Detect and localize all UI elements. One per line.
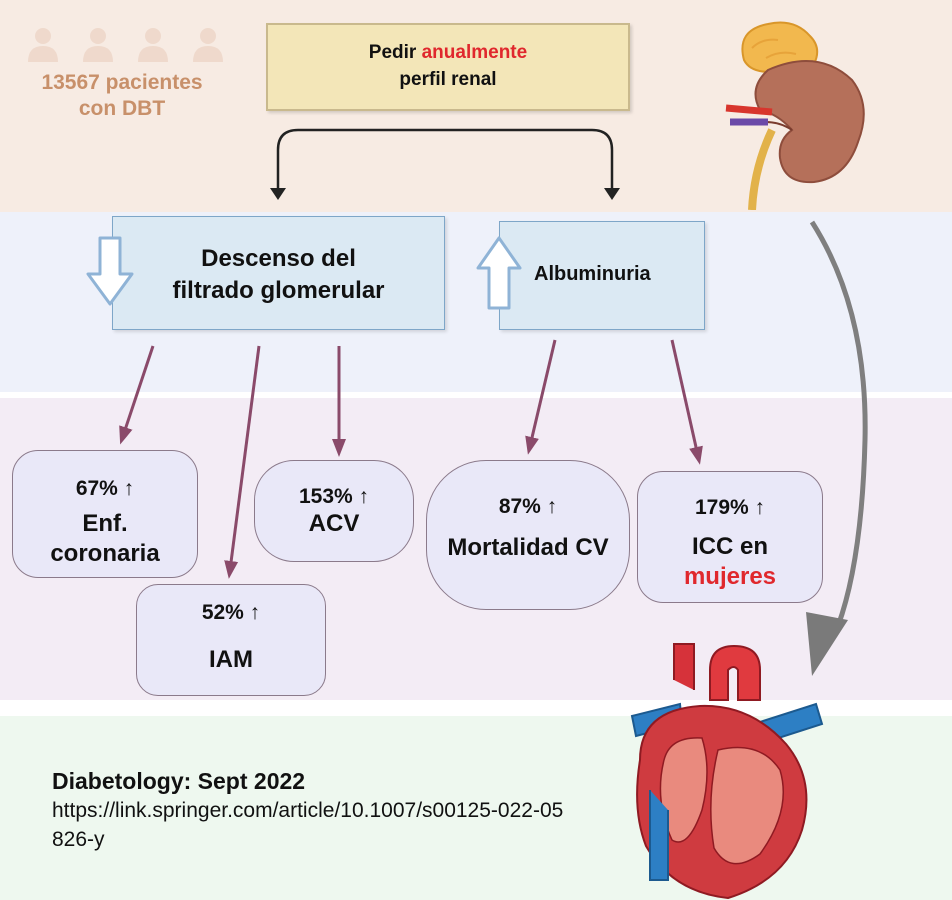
outcome-coronary: 67% ↑ Enf. coronaria bbox=[12, 450, 198, 578]
reference-title: Diabetology: Sept 2022 bbox=[52, 768, 306, 794]
outcome-label: IAM bbox=[209, 646, 253, 673]
kidney-to-heart-arrow bbox=[809, 220, 868, 627]
patients-count: 13567 pacientes bbox=[41, 71, 203, 94]
outcome-acv: 153% ↑ ACV bbox=[254, 460, 414, 562]
reference: Diabetology: Sept 2022 https://link.spri… bbox=[52, 766, 592, 854]
outcome-pct: 52% ↑ bbox=[201, 601, 261, 624]
up-arrow-icon bbox=[476, 236, 522, 310]
outcome-mortality: 87% ↑ Mortalidad CV bbox=[426, 460, 630, 610]
gfr-line1: Descenso del bbox=[201, 245, 356, 272]
patients-label: 13567 pacientes con DBT bbox=[22, 70, 222, 122]
top-box-prefix: Pedir bbox=[368, 42, 422, 63]
albuminuria-box: Albuminuria bbox=[499, 221, 705, 330]
reference-url: https://link.springer.com/article/10.100… bbox=[52, 799, 564, 851]
albuminuria-label: Albuminuria bbox=[534, 263, 651, 285]
outcome-label: ICC en bbox=[691, 533, 768, 560]
outcome-pct: 67% ↑ bbox=[75, 477, 135, 500]
gfr-line2: filtrado glomerular bbox=[172, 277, 385, 304]
divider bbox=[0, 392, 952, 398]
top-box-highlight: anualmente bbox=[421, 42, 528, 63]
top-box-line1: Pedir anualmente bbox=[268, 39, 628, 66]
outcome-label: Enf. bbox=[82, 510, 128, 537]
outcome-pct: 153% ↑ bbox=[298, 485, 370, 508]
kidney-illustration bbox=[725, 21, 865, 210]
arrow-to-iam bbox=[224, 345, 261, 579]
outcome-icc: 179% ↑ ICC en mujeres bbox=[637, 471, 823, 603]
outcome-iam: 52% ↑ IAM bbox=[136, 584, 326, 696]
heart-illustration bbox=[630, 643, 824, 900]
down-arrow-icon bbox=[86, 236, 134, 306]
arrow-to-coronary bbox=[119, 345, 155, 445]
split-arrow bbox=[276, 128, 614, 190]
people-icon bbox=[28, 28, 223, 62]
outcome-pct: 179% ↑ bbox=[694, 496, 766, 519]
outcome-label: coronaria bbox=[50, 540, 160, 567]
outcome-label: Mortalidad CV bbox=[447, 534, 609, 561]
arrow-to-icc bbox=[670, 339, 703, 465]
outcome-label: ACV bbox=[308, 510, 360, 537]
gfr-decline-box: Descenso del filtrado glomerular bbox=[112, 216, 445, 330]
top-box-line2: perfil renal bbox=[399, 69, 497, 90]
patients-condition: con DBT bbox=[78, 97, 166, 120]
annual-renal-profile-box: Pedir anualmente perfil renal bbox=[266, 23, 630, 111]
outcome-pct: 87% ↑ bbox=[498, 495, 558, 518]
arrow-to-mortality bbox=[525, 339, 557, 455]
outcome-label-highlight: mujeres bbox=[683, 563, 777, 590]
